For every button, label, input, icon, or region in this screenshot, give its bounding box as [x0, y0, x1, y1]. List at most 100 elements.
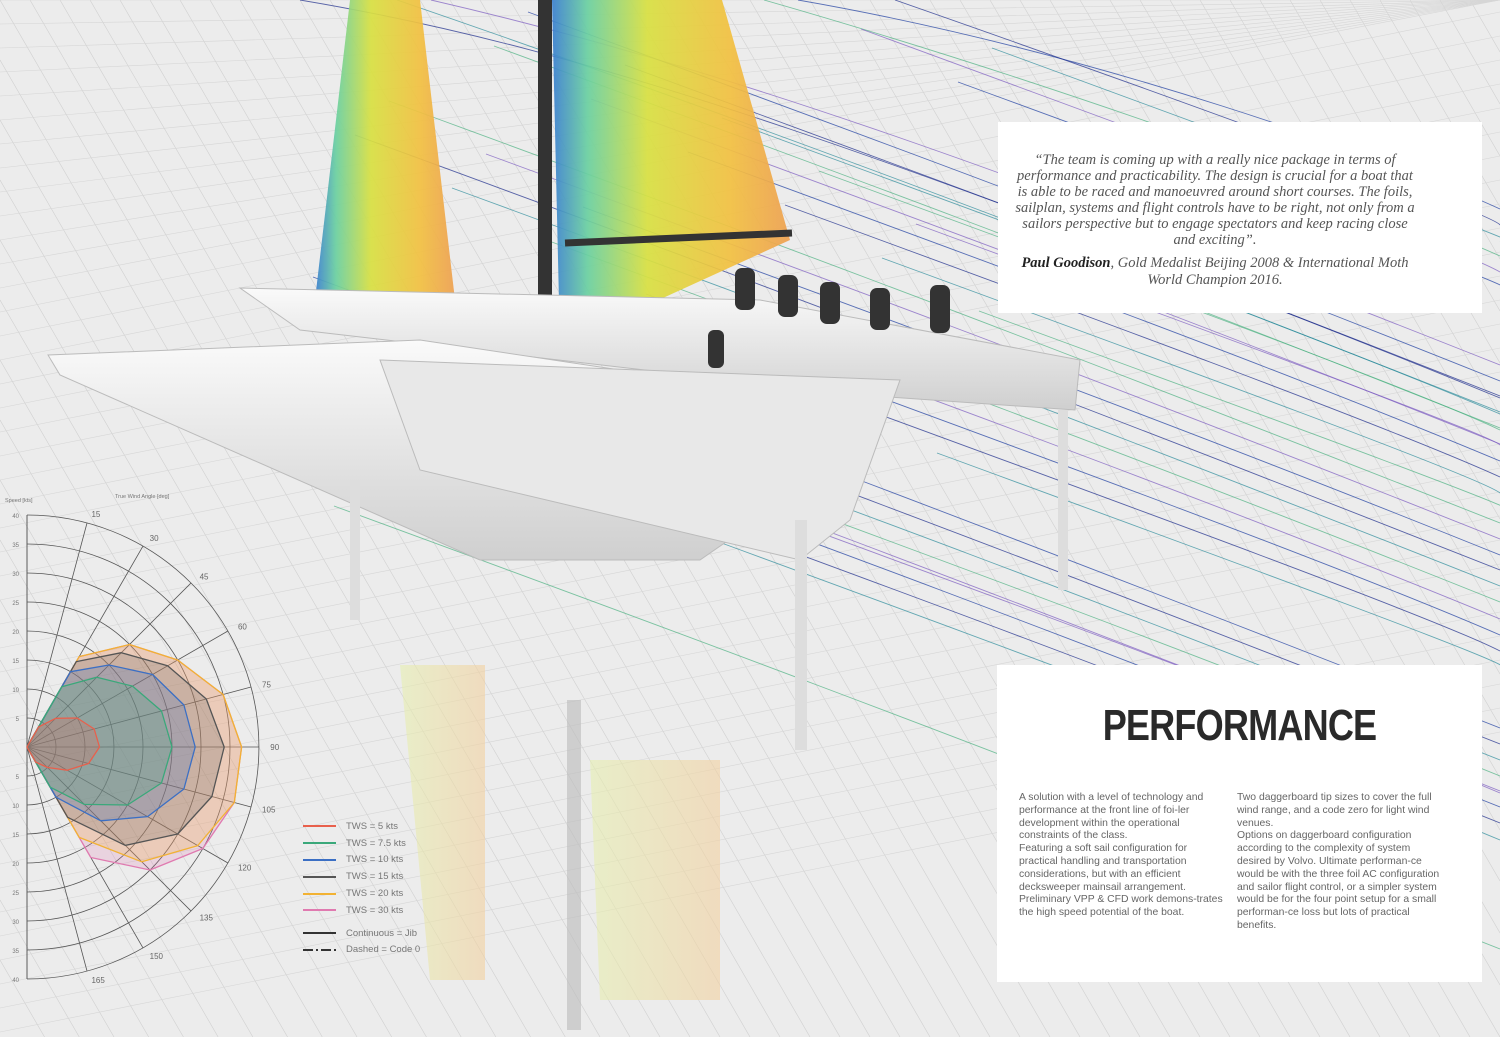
legend-swatch	[303, 842, 336, 845]
radial-axis-label: Speed [kts]	[5, 498, 33, 504]
legend-swatch	[303, 909, 336, 912]
grid-line	[0, 0, 601, 1037]
quote-text: “The team is coming up with a really nic…	[1015, 152, 1415, 248]
grid-line	[0, 479, 323, 1037]
radial-tick-label: 40	[12, 978, 19, 984]
grid-line	[0, 0, 1500, 73]
grid-line	[0, 359, 392, 1037]
legend-label: TWS = 20 kts	[346, 888, 404, 900]
grid-line	[0, 539, 288, 1037]
radial-tick-label: 20	[12, 630, 19, 636]
angle-tick-label: 105	[262, 805, 276, 814]
grid-line	[0, 0, 1500, 49]
grid-line	[0, 0, 1500, 145]
grid-line	[29, 0, 631, 1037]
grid-line	[1079, 0, 1500, 727]
grid-line	[0, 419, 1500, 721]
radial-tick-label: 10	[12, 804, 19, 810]
radial-tick-label: 20	[12, 862, 19, 868]
performance-column-1: A solution with a level of technology an…	[1019, 792, 1223, 919]
grid-line	[1409, 0, 1500, 157]
daggerboard	[350, 480, 360, 620]
legend-label: Dashed = Code 0	[346, 944, 421, 956]
grid-line	[0, 0, 1500, 169]
grid-line	[0, 0, 1500, 121]
streamline	[388, 100, 1500, 524]
grid-line	[0, 491, 1500, 793]
legend-label: TWS = 7.5 kts	[346, 837, 406, 849]
grid-line	[1469, 0, 1500, 53]
mast	[538, 0, 552, 345]
crew-figures	[708, 268, 950, 368]
grid-line	[0, 959, 45, 1037]
grid-line	[0, 779, 149, 1037]
grid-line	[0, 0, 1500, 25]
radial-tick-label: 15	[12, 833, 19, 839]
angle-gridline	[26, 686, 252, 748]
grid-line	[0, 539, 1500, 841]
legend-item: TWS = 15 kts	[303, 868, 420, 885]
grid-line	[0, 719, 184, 1037]
performance-column-2: Two daggerboard tip sizes to cover the f…	[1237, 792, 1440, 931]
angle-gridline	[26, 746, 252, 808]
legend-label: TWS = 30 kts	[346, 904, 404, 916]
grid-line	[0, 0, 1500, 193]
grid-line	[0, 0, 1500, 97]
foil-right	[1058, 410, 1068, 590]
grid-line	[0, 587, 1500, 889]
legend-item: TWS = 30 kts	[303, 902, 420, 919]
legend-label: TWS = 5 kts	[346, 820, 398, 832]
streamline	[687, 151, 1500, 462]
jib-sail	[315, 0, 455, 300]
radial-tick-label: 25	[12, 891, 19, 897]
polar-chart: 5510101515202025253030353540401530456075…	[5, 494, 280, 985]
grid-line	[0, 839, 115, 1037]
main-hull	[379, 359, 901, 561]
angle-tick-label: 30	[150, 534, 159, 543]
grid-line	[0, 467, 1500, 769]
radial-tick-label: 5	[16, 775, 20, 781]
angle-tick-label: 60	[238, 622, 247, 631]
radial-tick-label: 35	[12, 543, 19, 549]
angle-tick-label: 120	[238, 864, 252, 873]
legend-label: Continuous = Jib	[346, 927, 418, 939]
angle-gridline	[26, 746, 192, 912]
legend-item-continuous: Continuous = Jib	[303, 925, 420, 942]
legend-item: TWS = 10 kts	[303, 852, 420, 869]
radial-tick-label: 30	[12, 920, 19, 926]
grid-line	[0, 563, 1500, 865]
angle-tick-label: 135	[200, 914, 214, 923]
grid-line	[0, 419, 358, 1037]
streamline	[784, 204, 1500, 478]
angle-gridline	[26, 630, 229, 748]
streamline	[978, 310, 1500, 510]
radial-tick-label: 25	[12, 601, 19, 607]
quote-box: “The team is coming up with a really nic…	[998, 122, 1482, 313]
radial-tick-label: 10	[12, 688, 19, 694]
angle-gridline	[26, 522, 88, 748]
angle-gridline	[26, 746, 88, 972]
jib-reflection	[400, 665, 485, 980]
quote-author-title: , Gold Medalist Beijing 2008 & Internati…	[1110, 255, 1409, 288]
legend-item: TWS = 5 kts	[303, 818, 420, 835]
radial-tick-label: 15	[12, 659, 19, 665]
grid-line	[0, 179, 497, 1037]
grid-line	[0, 515, 1500, 817]
legend-swatch	[303, 875, 336, 878]
polar-series-5kts	[26, 717, 101, 771]
angle-tick-label: 15	[91, 510, 100, 519]
mast-reflection	[567, 700, 581, 1030]
angle-tick-label: 165	[91, 976, 105, 985]
angle-tick-label: 90	[270, 743, 279, 752]
grid-line	[1439, 0, 1500, 105]
angle-tick-label: 45	[200, 572, 209, 581]
angle-tick-label: 75	[262, 681, 271, 690]
legend-swatch	[303, 932, 336, 935]
streamline	[818, 170, 1500, 431]
radial-tick-label: 30	[12, 572, 19, 578]
boom	[564, 229, 793, 247]
performance-title: PERFORMANCE	[1102, 701, 1377, 750]
grid-line	[0, 299, 427, 1037]
quote-author: Paul Goodison	[1021, 255, 1111, 271]
